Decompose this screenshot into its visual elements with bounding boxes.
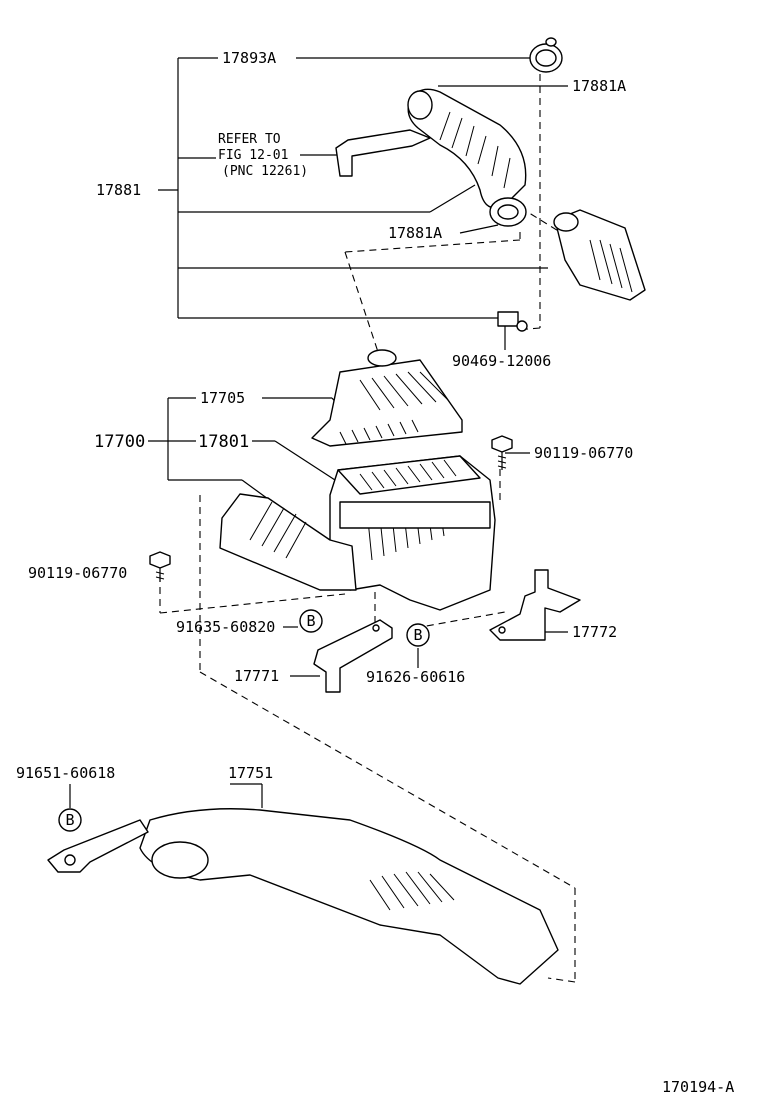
refer-note-line3: (PNC 12261) <box>222 164 308 179</box>
callout-b-2: B <box>406 623 430 647</box>
label-91626: 91626-60616 <box>366 668 465 686</box>
bolt-right-icon <box>491 435 513 470</box>
label-91651: 91651-60618 <box>16 764 115 782</box>
label-90469: 90469-12006 <box>452 352 551 370</box>
label-17881: 17881 <box>96 181 141 199</box>
label-17700: 17700 <box>94 432 145 452</box>
label-17801: 17801 <box>198 432 249 452</box>
label-17881A-top: 17881A <box>572 77 626 95</box>
callout-b-1: B <box>299 609 323 633</box>
bolt-left-icon <box>149 551 171 582</box>
label-90119-left: 90119-06770 <box>28 564 127 582</box>
label-17771: 17771 <box>234 667 279 685</box>
refer-note-line1: REFER TO <box>218 132 281 147</box>
svg-text:B: B <box>306 612 315 630</box>
resonator-icon <box>553 209 646 301</box>
bracket-17771-icon <box>313 619 393 693</box>
label-90119-right: 90119-06770 <box>534 444 633 462</box>
label-91635: 91635-60820 <box>176 618 275 636</box>
air-hose-icon <box>335 88 527 227</box>
air-cleaner-case-icon <box>329 455 496 611</box>
label-17881A-mid: 17881A <box>388 224 442 242</box>
bracket-17772-icon <box>489 569 581 641</box>
svg-text:B: B <box>65 811 74 829</box>
label-17772: 17772 <box>572 623 617 641</box>
label-17893A: 17893A <box>222 49 276 67</box>
lower-duct-icon <box>47 808 559 985</box>
clamp-17893A-icon <box>529 37 563 73</box>
svg-text:B: B <box>413 626 422 644</box>
figure-code: 170194-A <box>662 1078 734 1096</box>
label-17705: 17705 <box>200 389 245 407</box>
refer-note-line2: FIG 12-01 <box>218 148 288 163</box>
air-cleaner-cap-icon <box>311 349 463 447</box>
label-17751: 17751 <box>228 764 273 782</box>
clip-90469-icon <box>497 311 528 332</box>
inlet-duct-icon <box>219 493 357 591</box>
callout-b-3: B <box>58 808 82 832</box>
